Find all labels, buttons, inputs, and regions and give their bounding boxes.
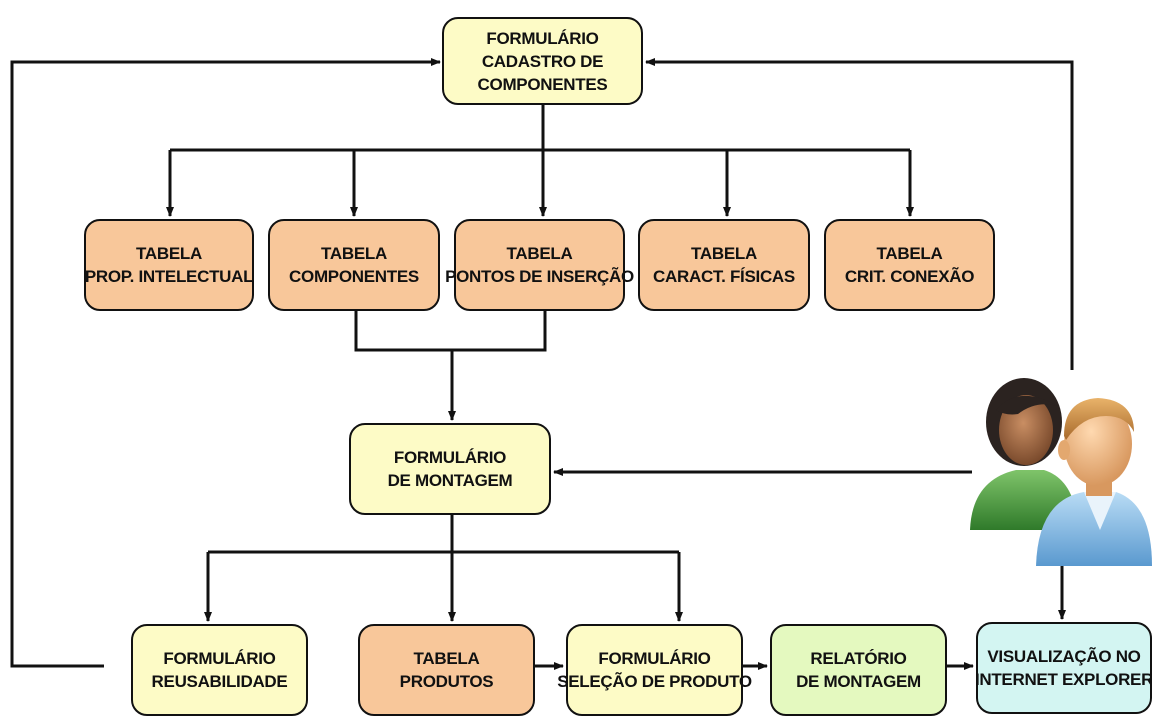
node-label: VISUALIZAÇÃO NO [987, 647, 1141, 666]
node-label: PONTOS DE INSERÇÃO [445, 267, 634, 286]
connector-tables-merge [354, 310, 547, 352]
node-label: PRODUTOS [399, 672, 494, 691]
node-label: FORMULÁRIO [486, 28, 599, 48]
node-label: INTERNET EXPLORER [974, 670, 1152, 689]
formulario-selecao-de-produto: FORMULÁRIO SELEÇÃO DE PRODUTO [557, 624, 752, 716]
node-label: TABELA [136, 244, 202, 263]
node-label: DE MONTAGEM [796, 672, 921, 691]
tabela-prop-intelectual: TABELA PROP. INTELECTUAL [84, 219, 254, 311]
formulario-reusabilidade: FORMULÁRIO REUSABILIDADE [131, 624, 308, 716]
node-label: DE MONTAGEM [387, 471, 513, 490]
formulario-cadastro-componentes: FORMULÁRIO CADASTRO DE COMPONENTES [442, 17, 643, 105]
visualizacao-internet-explorer: VISUALIZAÇÃO NO INTERNET EXPLORER [974, 622, 1152, 714]
tabela-caract-fisicas: TABELA CARACT. FÍSICAS [638, 219, 810, 311]
node-label: CRIT. CONEXÃO [844, 267, 975, 286]
users-icon [970, 378, 1152, 566]
arrow-reusabilidade-to-cadastro [10, 58, 441, 668]
node-label: RELATÓRIO [810, 649, 907, 668]
tabela-crit-conexao: TABELA CRIT. CONEXÃO [824, 219, 995, 311]
node-label: FORMULÁRIO [393, 448, 507, 467]
node-label: SELEÇÃO DE PRODUTO [557, 672, 752, 691]
node-label: REUSABILIDADE [151, 672, 288, 691]
formulario-de-montagem: FORMULÁRIO DE MONTAGEM [349, 423, 551, 515]
node-label: CARACT. FÍSICAS [653, 267, 795, 286]
node-label: COMPONENTES [477, 74, 608, 94]
arrow-users-to-cadastro [645, 58, 1074, 370]
node-label: TABELA [691, 244, 757, 263]
relatorio-de-montagem: RELATÓRIO DE MONTAGEM [770, 624, 947, 716]
node-label: CADASTRO DE [481, 51, 604, 71]
node-label: PROP. INTELECTUAL [84, 267, 254, 286]
node-label: TABELA [876, 244, 943, 263]
tabela-componentes: TABELA COMPONENTES [268, 219, 440, 311]
node-label: TABELA [413, 649, 480, 668]
tabela-produtos: TABELA PRODUTOS [358, 624, 535, 716]
node-label: FORMULÁRIO [163, 649, 276, 668]
node-label: TABELA [506, 244, 573, 263]
node-label: FORMULÁRIO [598, 649, 711, 668]
tabela-pontos-de-insercao: TABELA PONTOS DE INSERÇÃO [445, 219, 634, 311]
node-label: TABELA [321, 244, 387, 263]
node-label: COMPONENTES [289, 267, 419, 286]
